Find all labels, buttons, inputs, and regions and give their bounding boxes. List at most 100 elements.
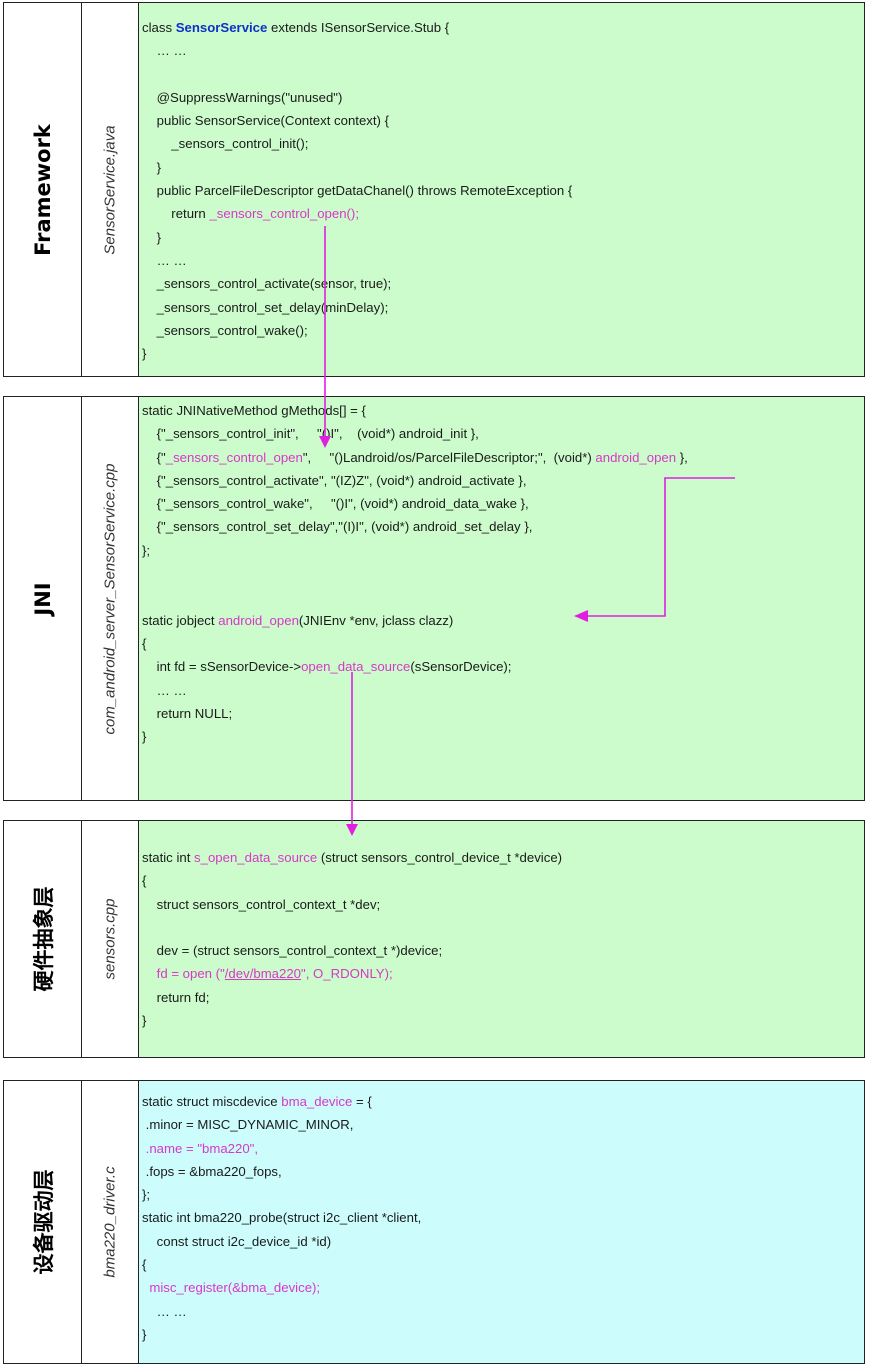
code-token: {" — [142, 449, 166, 465]
code-line: static JNINativeMethod gMethods[] = { — [142, 399, 688, 422]
hal-code: static int s_open_data_source (struct se… — [142, 846, 562, 1032]
code-line: … … — [142, 39, 572, 62]
code-token: … … — [142, 43, 187, 59]
code-token: open_data_source — [301, 659, 411, 675]
arrowhead-left-icon — [574, 610, 588, 622]
code-token: android_open — [218, 612, 299, 628]
jni-code: static JNINativeMethod gMethods[] = { {"… — [142, 399, 688, 748]
code-token: = { — [352, 1094, 372, 1109]
code-line: misc_register(&bma_device); — [142, 1276, 421, 1299]
code-token: struct sensors_control_context_t *dev; — [142, 896, 381, 912]
code-line: _sensors_control_set_delay(minDelay); — [142, 296, 572, 319]
code-token: const struct i2c_device_id *id) — [142, 1233, 332, 1249]
code-line: }; — [142, 539, 688, 562]
code-token: public ParcelFileDescriptor getDataChane… — [142, 183, 573, 199]
hal-layer: 硬件抽象层 sensors.cpp — [3, 820, 865, 1058]
code-line: static int s_open_data_source (struct se… — [142, 846, 562, 869]
code-line: class SensorService extends ISensorServi… — [142, 16, 572, 39]
file-label-cell: sensors.cpp — [82, 821, 139, 1057]
framework-code: class SensorService extends ISensorServi… — [142, 16, 572, 365]
layer-label-cell: 设备驱动层 — [4, 1081, 82, 1363]
layer-label-cell: Framework — [4, 3, 82, 376]
code-token: /dev/bma220 — [224, 966, 302, 982]
code-token: .fops = &bma220_fops, — [142, 1163, 282, 1179]
code-line: … … — [142, 679, 688, 702]
code-token: return — [142, 206, 210, 222]
code-line: } — [142, 226, 572, 249]
code-line: {"_sensors_control_set_delay","(I)I", (v… — [142, 515, 688, 538]
code-token: } — [142, 1326, 147, 1342]
code-token: misc_register(&bma_device); — [142, 1280, 321, 1296]
code-token: android_open — [595, 449, 677, 465]
code-line: … … — [142, 1300, 421, 1323]
arrow-jni-to-android-open — [586, 477, 735, 617]
code-token: }; — [142, 1187, 151, 1203]
code-line: .fops = &bma220_fops, — [142, 1160, 421, 1183]
code-token: static jobject — [142, 612, 219, 628]
code-token: { — [142, 1257, 147, 1273]
framework-layer: Framework SensorService.java — [3, 2, 865, 377]
code-line: static int bma220_probe(struct i2c_clien… — [142, 1206, 421, 1229]
code-token: } — [142, 729, 147, 745]
code-token: .name = "bma220", — [142, 1140, 259, 1156]
code-line: static struct miscdevice bma_device = { — [142, 1090, 421, 1113]
code-token: public SensorService(Context context) { — [142, 113, 390, 129]
code-line: { — [142, 632, 688, 655]
code-token: return NULL; — [142, 705, 233, 721]
code-token: _sensors_control_set_delay(minDelay); — [142, 299, 389, 315]
code-token: … … — [142, 252, 187, 268]
code-token: } — [142, 346, 147, 362]
code-token: static int — [142, 850, 195, 865]
code-token: _sensors_control_open — [165, 449, 303, 465]
arrowhead-down-icon — [346, 824, 358, 836]
jni-layer: JNI com_android_server_SensorService.cpp — [3, 396, 865, 801]
code-token: } — [142, 159, 162, 175]
code-line: return fd; — [142, 986, 562, 1009]
code-token: _sensors_control_wake(); — [142, 322, 308, 338]
code-token: … … — [142, 682, 187, 698]
code-token: fd = open (" — [142, 966, 225, 982]
code-line: static jobject android_open(JNIEnv *env,… — [142, 609, 688, 632]
code-line: {"_sensors_control_wake", "()I", (void*)… — [142, 492, 688, 515]
layer-label-cell: JNI — [4, 397, 82, 800]
code-token: {"_sensors_control_activate", "(IZ)Z", (… — [142, 472, 527, 488]
arrowhead-down-icon — [319, 436, 331, 448]
code-token: _sensors_control_open(); — [209, 206, 359, 222]
code-line: @SuppressWarnings("unused") — [142, 86, 572, 109]
code-token: s_open_data_source — [194, 850, 318, 865]
code-token: }; — [142, 542, 151, 558]
code-token: return fd; — [142, 989, 210, 1005]
code-line: } — [142, 1323, 421, 1346]
code-line: return _sensors_control_open(); — [142, 202, 572, 225]
file-label-cell: bma220_driver.c — [82, 1081, 139, 1363]
code-line: } — [142, 1009, 562, 1032]
layer-label-cell: 硬件抽象层 — [4, 821, 82, 1057]
code-line: }; — [142, 1183, 421, 1206]
code-token: class — [142, 20, 176, 35]
code-line: … … — [142, 249, 572, 272]
code-line: public SensorService(Context context) { — [142, 109, 572, 132]
code-token: @SuppressWarnings("unused") — [142, 89, 343, 105]
code-line: } — [142, 342, 572, 365]
file-label-cell: com_android_server_SensorService.cpp — [82, 397, 139, 800]
code-token: (struct sensors_control_device_t *device… — [317, 850, 563, 865]
code-line: _sensors_control_activate(sensor, true); — [142, 272, 572, 295]
code-token: ", O_RDONLY); — [301, 966, 393, 982]
code-line: dev = (struct sensors_control_context_t … — [142, 939, 562, 962]
code-token: dev = (struct sensors_control_context_t … — [142, 943, 443, 959]
code-token: int fd = sSensorDevice-> — [142, 659, 302, 675]
code-line: public ParcelFileDescriptor getDataChane… — [142, 179, 573, 202]
code-line: {"_sensors_control_activate", "(IZ)Z", (… — [142, 469, 688, 492]
code-token: } — [142, 229, 162, 245]
driver-layer: 设备驱动层 bma220_driver.c — [3, 1080, 865, 1364]
code-line: { — [142, 869, 562, 892]
code-token: } — [142, 1013, 147, 1029]
code-token: extends ISensorService.Stub { — [267, 20, 450, 35]
driver-code: static struct miscdevice bma_device = { … — [142, 1090, 421, 1346]
code-line: struct sensors_control_context_t *dev; — [142, 893, 562, 916]
code-token: ", "()Landroid/os/ParcelFileDescriptor;"… — [302, 449, 596, 465]
code-token: { — [142, 635, 147, 651]
code-token: static JNINativeMethod gMethods[] = { — [142, 403, 366, 418]
code-token: _sensors_control_init(); — [142, 136, 309, 152]
